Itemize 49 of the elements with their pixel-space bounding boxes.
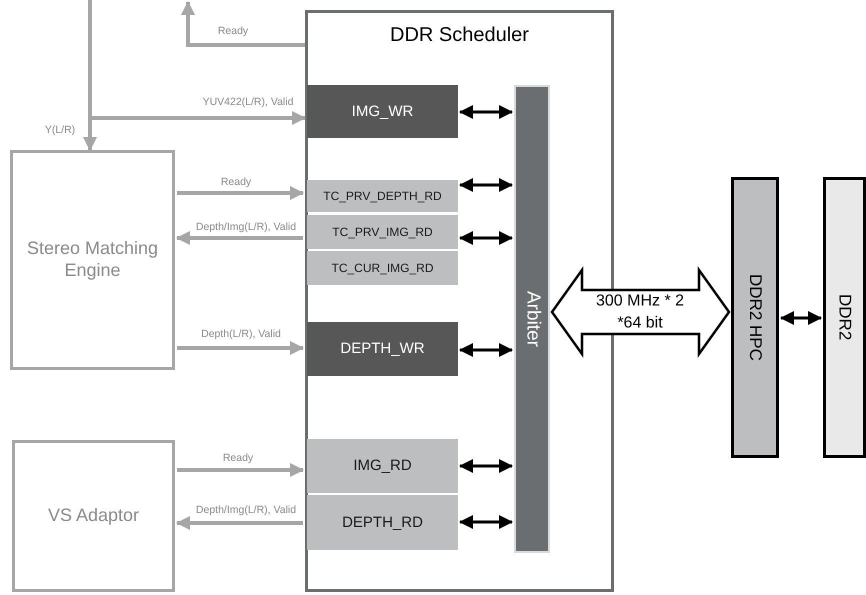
signal-arrow bbox=[177, 341, 304, 355]
signal-arrow bbox=[177, 463, 304, 477]
engine-box bbox=[12, 440, 175, 592]
node-label: IMG_RD bbox=[353, 457, 412, 475]
edge-label: Depth(L/R), Valid bbox=[200, 329, 282, 341]
signal-arrow bbox=[176, 516, 303, 530]
signal-arrow bbox=[176, 231, 303, 245]
edge-label: Ready bbox=[216, 26, 250, 38]
node-label: IMG_WR bbox=[352, 102, 414, 120]
arbiter-bar bbox=[514, 85, 550, 553]
signal-arrow bbox=[177, 186, 304, 200]
module-box bbox=[307, 251, 458, 285]
controller-box bbox=[731, 177, 779, 458]
bus-link-arrow bbox=[459, 515, 513, 529]
bus-link-arrow bbox=[459, 343, 513, 357]
edge-label: Ready bbox=[222, 453, 254, 465]
bus-link-arrow bbox=[780, 311, 822, 325]
signal-arrow bbox=[88, 0, 306, 125]
node-label: DDR2 HPC bbox=[745, 274, 766, 361]
engine-box bbox=[10, 150, 175, 370]
module-box bbox=[307, 495, 458, 550]
node-label: Arbiter bbox=[521, 291, 544, 347]
node-label: Stereo Matching Engine bbox=[26, 238, 160, 282]
bus-link-arrow bbox=[459, 459, 513, 473]
node-label: DEPTH_WR bbox=[340, 340, 425, 358]
edge-label: 300 MHz * 2 *64 bit bbox=[594, 291, 686, 333]
bus-link-arrow bbox=[459, 105, 513, 119]
edge-label: Depth/Img(L/R), Valid bbox=[194, 505, 298, 517]
bus-arrow bbox=[550, 266, 731, 358]
bus-link-arrow bbox=[459, 231, 513, 245]
bus-link-arrow bbox=[459, 178, 513, 192]
node-label: DEPTH_RD bbox=[342, 514, 423, 532]
signal-arrow bbox=[181, 1, 305, 47]
node-label: TC_PRV_DEPTH_RD bbox=[323, 188, 442, 204]
node-label: TC_PRV_IMG_RD bbox=[332, 224, 433, 240]
node-label: TC_CUR_IMG_RD bbox=[331, 260, 434, 276]
edge-label: YUV422(L/R), Valid bbox=[202, 97, 294, 109]
module-box bbox=[307, 215, 458, 249]
module-box bbox=[307, 85, 458, 138]
module-box bbox=[307, 322, 458, 376]
node-label: VS Adaptor bbox=[48, 505, 140, 527]
module-box bbox=[307, 439, 458, 493]
module-box bbox=[307, 180, 458, 212]
node-label: DDR Scheduler bbox=[390, 23, 529, 47]
edge-label: Y(L/R) bbox=[44, 125, 76, 137]
edge-label: Depth/Img(L/R), Valid bbox=[194, 222, 298, 234]
memory-box bbox=[823, 177, 866, 458]
edge-label: Ready bbox=[220, 177, 252, 189]
node-label: DDR2 bbox=[834, 294, 855, 341]
